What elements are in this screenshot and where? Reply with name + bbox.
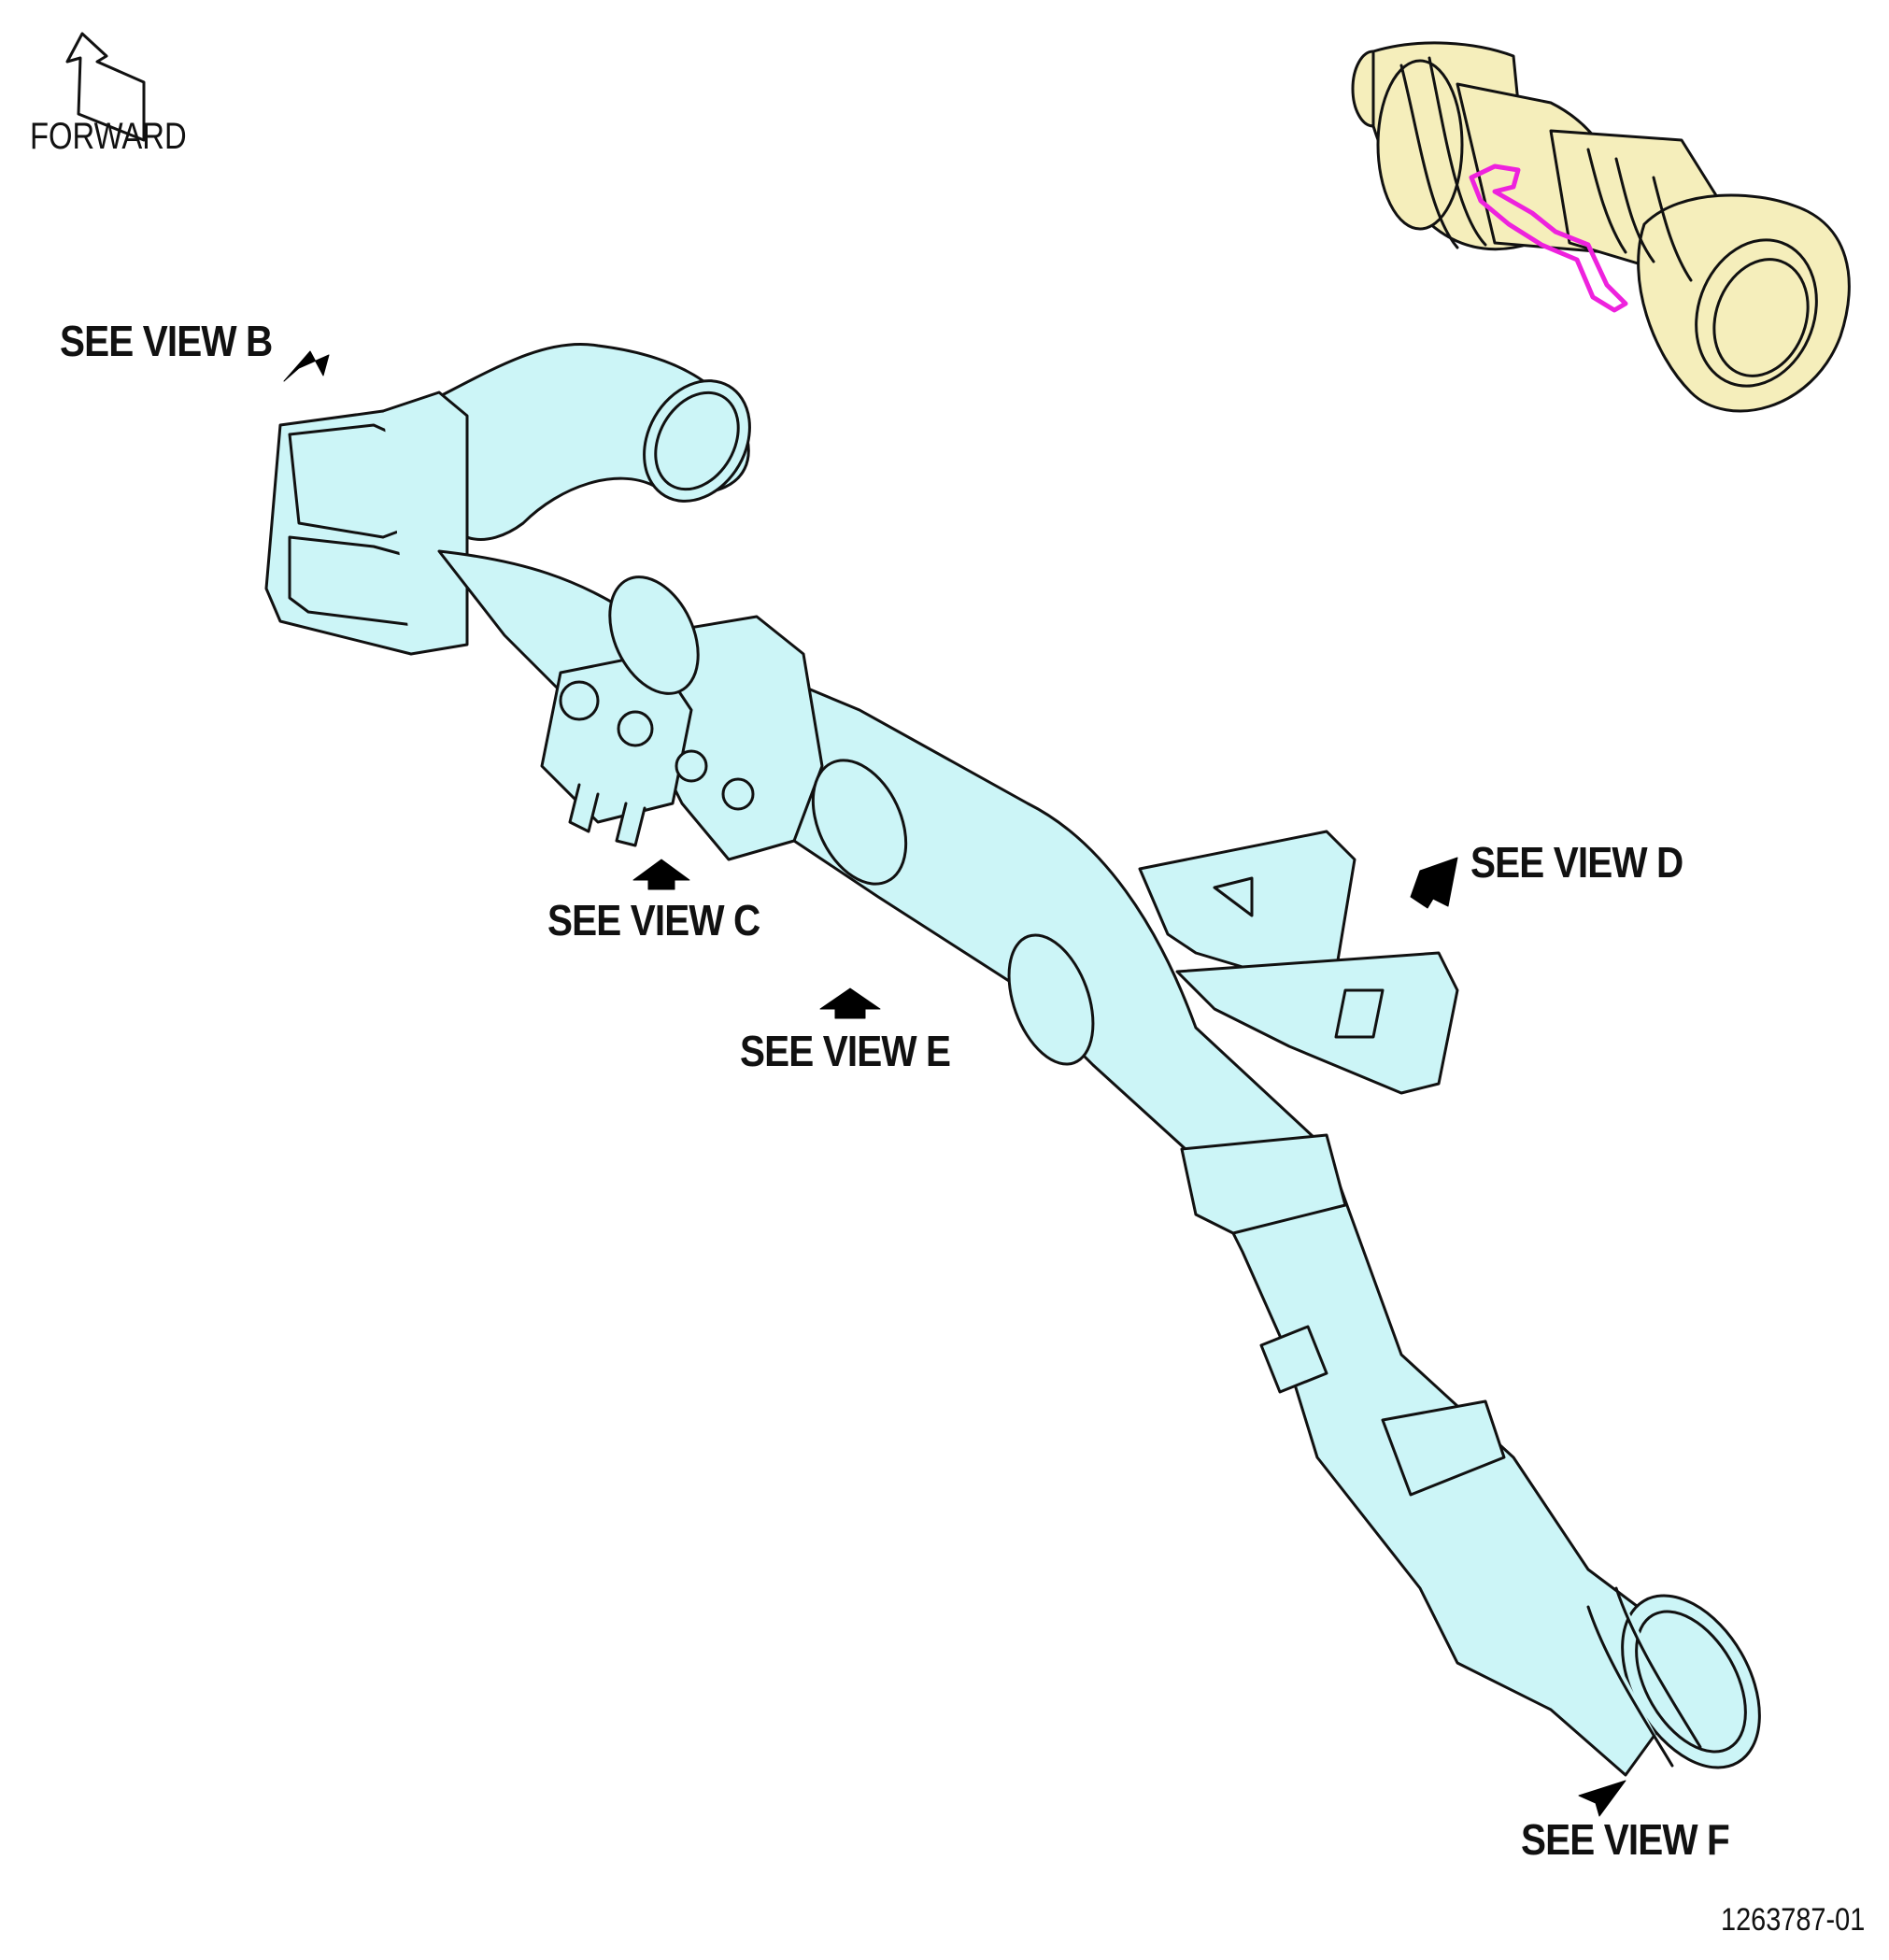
highlighted-duct-route xyxy=(1469,163,1628,313)
view-b-arrow-icon xyxy=(283,350,330,382)
engine-locator-thumbnail xyxy=(1351,41,1851,413)
support-bracket-lower xyxy=(1175,951,1459,1095)
coupling-ring xyxy=(608,575,700,695)
duct-assembly xyxy=(264,343,1761,1777)
forward-arrow-icon xyxy=(65,32,146,142)
see-view-e-callout: SEE VIEW E xyxy=(740,1027,951,1075)
see-view-f-callout: SEE VIEW F xyxy=(1521,1815,1730,1864)
upper-inlet-elbow xyxy=(409,343,750,541)
duct-clamp xyxy=(1259,1325,1328,1394)
engine-body xyxy=(1351,41,1851,413)
main-trunk-duct xyxy=(437,549,1702,1777)
view-f-arrow-icon xyxy=(1578,1780,1626,1817)
coupling-ring xyxy=(811,759,908,886)
figure-number: 1263787-01 xyxy=(1721,1902,1866,1938)
see-view-d-callout: SEE VIEW D xyxy=(1470,838,1683,887)
coupling-ring xyxy=(1007,933,1095,1066)
duct-clamp xyxy=(1180,1133,1347,1235)
forward-label: FORWARD xyxy=(30,116,187,157)
view-e-arrow-icon xyxy=(819,987,881,1019)
duct-clamp xyxy=(1381,1399,1506,1497)
see-view-b-callout: SEE VIEW B xyxy=(60,317,273,365)
view-c-arrow-icon xyxy=(632,859,690,890)
see-view-c-callout: SEE VIEW C xyxy=(547,896,760,944)
view-d-arrow-icon xyxy=(1410,857,1458,909)
